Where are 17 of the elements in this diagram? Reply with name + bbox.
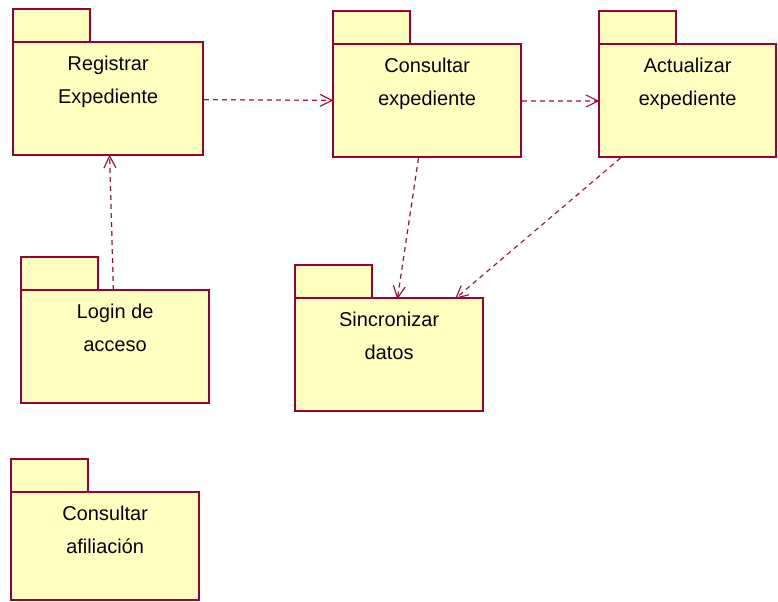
package-shape bbox=[20, 256, 210, 404]
package-label: Actualizar expediente bbox=[638, 54, 738, 112]
dependency-arrow bbox=[392, 158, 420, 299]
package-shape bbox=[598, 10, 777, 158]
dependency-arrow bbox=[455, 158, 621, 299]
package-label: Consultar expediente bbox=[377, 54, 477, 112]
dependency-arrow bbox=[103, 155, 117, 290]
package-shape bbox=[332, 10, 522, 158]
dependency-arrow bbox=[522, 94, 599, 108]
package-shape bbox=[12, 8, 204, 156]
package-label: Sincronizar datos bbox=[338, 308, 440, 366]
package-label: Consultar afiliación bbox=[61, 502, 149, 560]
package-shape bbox=[10, 458, 200, 601]
package-label: Registrar Expediente bbox=[56, 52, 160, 110]
dependency-arrow bbox=[204, 94, 333, 107]
package-shape bbox=[294, 264, 484, 412]
package-label: Login de acceso bbox=[76, 300, 154, 358]
